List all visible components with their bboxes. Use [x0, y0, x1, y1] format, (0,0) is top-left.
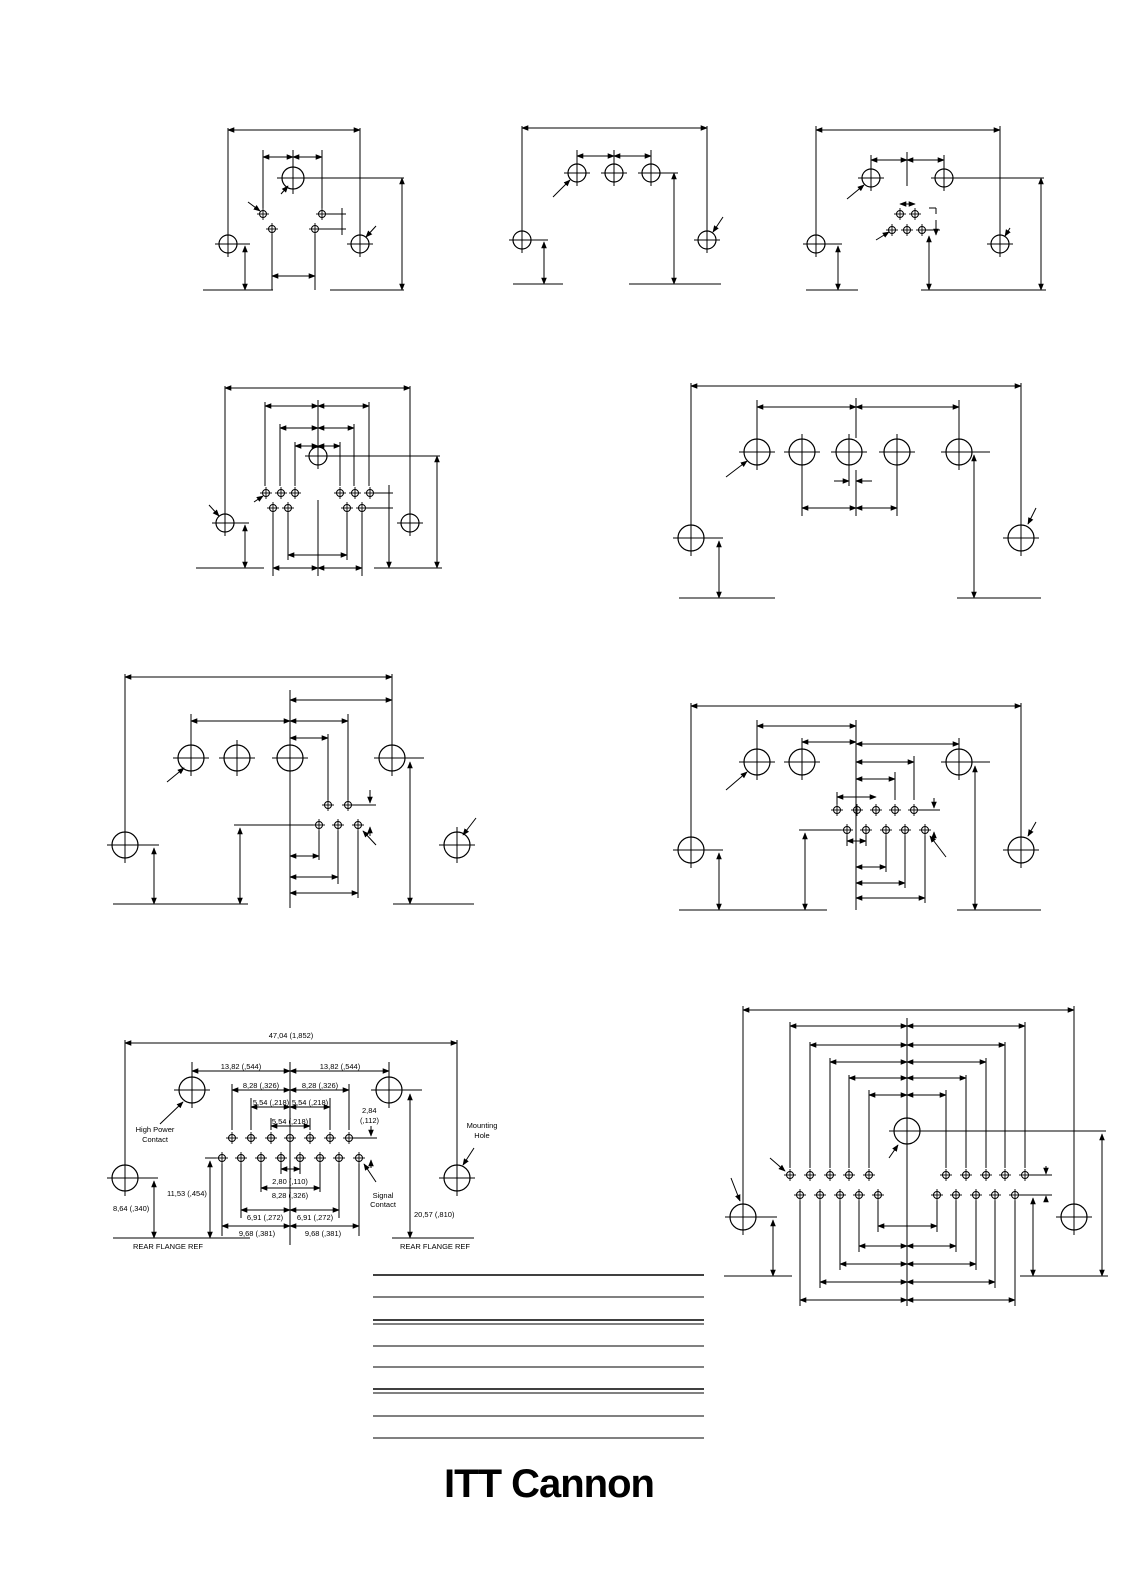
dim-height-power: 20,57 (,810)	[414, 1210, 455, 1219]
layout-c	[802, 126, 1046, 291]
dim-row-offset: 2,84	[362, 1106, 377, 1115]
layout-g	[672, 703, 1041, 911]
layout-e	[672, 383, 1041, 599]
dim-height-row2: 11,53 (,454)	[167, 1189, 207, 1198]
dim-row2-half-left: 6,91 (,272)	[247, 1213, 284, 1222]
dim-row1-outer-left: 8,28 (,326)	[243, 1081, 280, 1090]
dim-row1-mid-right: 5,54 (,218)	[292, 1098, 329, 1107]
itt-cannon-logo: ITT Cannon	[444, 1462, 654, 1506]
label-rear-flange-left: REAR FLANGE REF	[133, 1242, 203, 1251]
label-signal-2: Contact	[370, 1200, 397, 1209]
label-signal-1: Signal	[373, 1191, 394, 1200]
detail-labels: 47,04 (1,852) 13,82 (,544) 13,82 (,544) …	[113, 1031, 497, 1251]
label-mounting-2: Hole	[474, 1131, 489, 1140]
dim-row2-span: 8,28 (,326)	[272, 1191, 309, 1200]
dim-row1-mid-left: 5,54 (,218)	[253, 1098, 290, 1107]
dim-overall-width: 47,04 (1,852)	[269, 1031, 314, 1040]
dim-row1-outer-right: 8,28 (,326)	[302, 1081, 339, 1090]
label-mounting-1: Mounting	[467, 1121, 498, 1130]
dim-row-offset-inch: (,112)	[360, 1116, 380, 1125]
label-high-power-1: High Power	[136, 1125, 175, 1134]
dim-row2-pitch: 2,80 (,110)	[272, 1177, 308, 1186]
dim-power-pitch-left: 13,82 (,544)	[221, 1062, 262, 1071]
layout-f	[106, 674, 477, 908]
layout-d	[196, 385, 442, 576]
dim-height-mount: 8,64 (,340)	[113, 1204, 150, 1213]
layout-detail	[106, 1040, 476, 1245]
label-rear-flange-right: REAR FLANGE REF	[400, 1242, 470, 1251]
layout-b	[508, 125, 724, 285]
label-high-power-2: Contact	[142, 1135, 169, 1144]
dim-row2-half-right: 6,91 (,272)	[297, 1213, 334, 1222]
dim-row2-outer-left: 9,68 (,381)	[239, 1229, 276, 1238]
dim-row2-outer-right: 9,68 (,381)	[305, 1229, 342, 1238]
dim-row1-inner: 5,54 (,218)	[272, 1117, 309, 1126]
layout-a	[203, 127, 405, 291]
layout-i	[724, 1006, 1108, 1306]
dim-power-pitch-right: 13,82 (,544)	[320, 1062, 361, 1071]
blank-table	[373, 1274, 704, 1439]
